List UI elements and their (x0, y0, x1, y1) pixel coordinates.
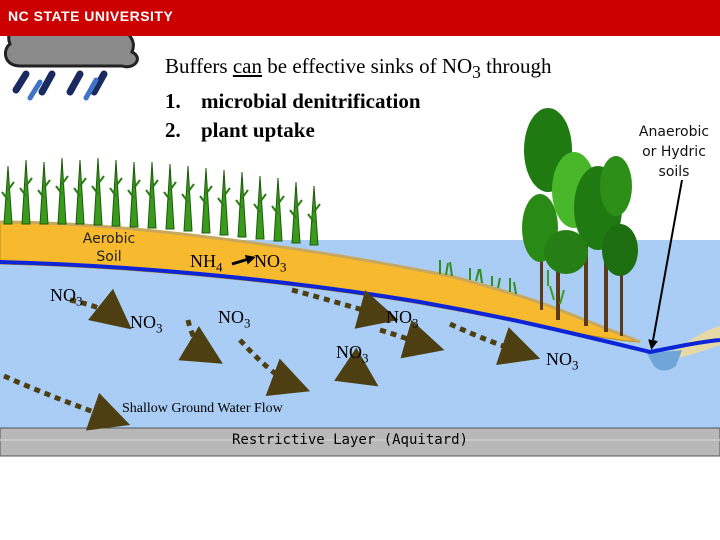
flow-arrow-2 (178, 319, 223, 364)
no3-label: NO3 (130, 312, 163, 336)
flow-arrow-3 (238, 338, 311, 396)
flow-arrow-4 (291, 287, 399, 329)
crop-field (3, 157, 319, 246)
restrictive-layer-label: Restrictive Layer (Aquitard) (231, 432, 468, 448)
stream (645, 350, 682, 371)
flow-arrow-8 (2, 373, 131, 431)
shallow-flow-label: Shallow Ground Water Flow (122, 401, 283, 416)
university-logo: NC STATE UNIVERSITY (8, 8, 174, 24)
anaerobic-label: Anaerobic or Hydric soils (638, 124, 710, 180)
no3-label: NO3 (218, 307, 251, 331)
header-banner: NC STATE UNIVERSITY (0, 0, 720, 36)
title-line: Buffers can be effective sinks of NO3 th… (165, 54, 552, 83)
no3-label: NO3 (546, 349, 579, 373)
no3-label: NO3 (336, 342, 369, 366)
no3-label: NO3 (386, 307, 419, 331)
water-table-line (0, 260, 720, 355)
title-list-item: 2.plant uptake (165, 118, 315, 143)
nh4-label: NH4 (190, 251, 223, 275)
flow-arrow-6 (334, 347, 379, 387)
title-emphasis: can (232, 54, 263, 78)
flow-arrows (2, 287, 541, 431)
title-list-item: 1.microbial denitrification (165, 89, 421, 114)
crop-leaves (1, 175, 321, 223)
riparian-forest (522, 108, 638, 336)
flow-arrow-5 (379, 319, 445, 359)
grass-strip (439, 260, 517, 295)
aerobic-soil-label: Aerobic Soil (82, 231, 136, 265)
no3-label: NO3 (254, 251, 287, 275)
restrictive-layer (0, 427, 720, 457)
slide-title: Buffers can be effective sinks of NO3 th… (165, 52, 551, 145)
nitrification-arrow (231, 254, 256, 266)
soil-surface (0, 220, 641, 344)
flow-arrow-1 (69, 288, 132, 330)
anaerobic-pointer (648, 179, 683, 350)
no3-label: NO3 (50, 285, 83, 309)
